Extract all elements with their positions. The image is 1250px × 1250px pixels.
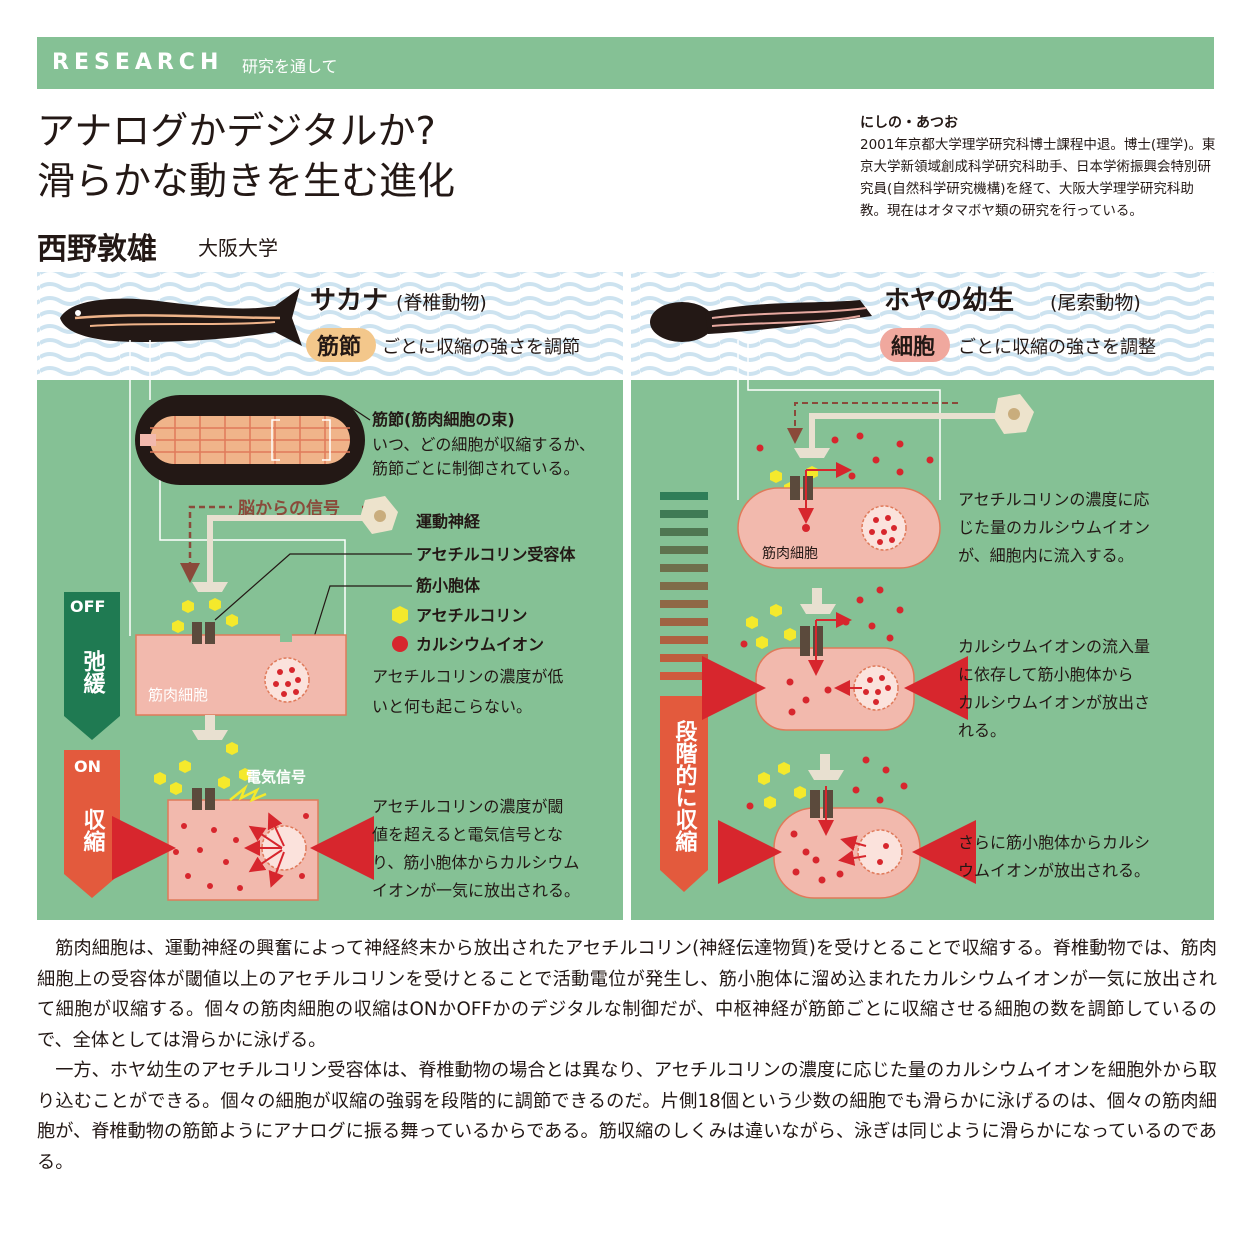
right-desc2-2: に依存して筋小胞体から <box>958 665 1134 684</box>
right-desc1-3: が、細胞内に流入する。 <box>958 546 1134 565</box>
desc-on-1: アセチルコリンの濃度が閾 <box>372 797 563 816</box>
muscle-diagram: サカナ (脊椎動物) 筋節 ごとに収縮の強さを調節 筋節(筋肉細胞の束) いつ、… <box>37 272 1214 920</box>
left-badge: 筋節 <box>316 334 361 360</box>
segment-label: 筋節(筋肉細胞の束) <box>371 410 515 429</box>
right-badge-text: ごとに収縮の強さを調整 <box>958 337 1156 358</box>
right-desc1-1: アセチルコリンの濃度に応 <box>958 490 1149 509</box>
legend-ach: アセチルコリン <box>416 606 527 625</box>
gradual-label: 段階的に収縮 <box>672 719 698 852</box>
right-desc2-3: カルシウムイオンが放出さ <box>958 693 1150 712</box>
gradual-scale <box>660 492 708 892</box>
body-paragraph-1: 筋肉細胞は、運動神経の興奮によって神経終末から放出されたアセチルコリン(神経伝達… <box>37 938 1217 1051</box>
desc-on-4: イオンが一気に放出される。 <box>372 881 580 900</box>
on-text: 収縮 <box>80 808 106 852</box>
banner-subtitle: 研究を通して <box>242 57 338 76</box>
desc-off-1: アセチルコリンの濃度が低 <box>372 667 563 686</box>
right-cell-label: 筋肉細胞 <box>762 545 818 562</box>
right-title: ホヤの幼生 <box>884 286 1014 316</box>
left-badge-text: ごとに収縮の強さを調節 <box>382 337 580 358</box>
on-indicator <box>64 750 120 898</box>
tadpole-icon <box>650 300 872 342</box>
right-panel: ホヤの幼生 (尾索動物) 細胞 ごとに収縮の強さを調整 段階的に収縮 <box>631 272 1214 920</box>
right-badge: 細胞 <box>891 334 935 360</box>
label-nerve: 運動神経 <box>416 512 481 531</box>
off-text: 弛緩 <box>80 649 106 695</box>
left-cell-label: 筋肉細胞 <box>148 686 208 704</box>
on-label: ON <box>74 757 101 776</box>
label-receptor: アセチルコリン受容体 <box>416 545 576 564</box>
right-desc2-4: れる。 <box>958 721 1006 740</box>
left-title: サカナ <box>310 286 388 316</box>
desc-off-2: いと何も起こらない。 <box>372 697 532 716</box>
fish-icon <box>60 288 302 346</box>
right-desc3-1: さらに筋小胞体からカルシ <box>958 833 1150 852</box>
author-name: 西野敦雄 <box>37 232 157 267</box>
bio-name: にしの・あつお <box>860 115 958 131</box>
electric-signal-label: 電気信号 <box>246 768 306 786</box>
off-label: OFF <box>70 597 105 616</box>
desc-on-2: 値を超えると電気信号とな <box>372 825 563 844</box>
body-paragraph-2: 一方、ホヤ幼生のアセチルコリン受容体は、脊椎動物の場合とは異なり、アセチルコリン… <box>37 1060 1218 1173</box>
banner-title: RESEARCH <box>52 50 224 75</box>
calcium-legend-icon <box>392 636 408 652</box>
brain-signal-label: 脳からの信号 <box>238 498 340 519</box>
segment-desc-1: いつ、どの細胞が収縮するか、 <box>372 435 595 454</box>
article-title-line2: 滑らかな動きを生む進化 <box>37 159 456 203</box>
right-desc3-2: ウムイオンが放出される。 <box>958 861 1150 880</box>
label-sr: 筋小胞体 <box>415 576 481 595</box>
article-title-line1: アナログかデジタルか? <box>37 109 436 153</box>
header-banner <box>37 37 1214 89</box>
muscle-segment-illustration <box>135 395 365 485</box>
right-title-paren: (尾索動物) <box>1050 292 1141 314</box>
off-indicator <box>64 592 120 740</box>
left-title-paren: (脊椎動物) <box>396 292 487 314</box>
desc-on-3: り、筋小胞体からカルシウム <box>372 853 579 872</box>
right-desc2-1: カルシウムイオンの流入量 <box>958 637 1150 656</box>
author-affiliation: 大阪大学 <box>198 236 278 260</box>
bio-text: 2001年京都大学理学研究科博士課程中退。博士(理学)。東京大学新領域創成科学研… <box>860 137 1216 219</box>
right-desc1-2: じた量のカルシウムイオン <box>958 518 1150 537</box>
segment-desc-2: 筋節ごとに制御されている。 <box>372 459 580 478</box>
acetylcholine-legend-icon <box>392 606 408 624</box>
left-panel: サカナ (脊椎動物) 筋節 ごとに収縮の強さを調節 筋節(筋肉細胞の束) いつ、… <box>37 272 623 920</box>
legend-ca: カルシウムイオン <box>416 635 544 654</box>
